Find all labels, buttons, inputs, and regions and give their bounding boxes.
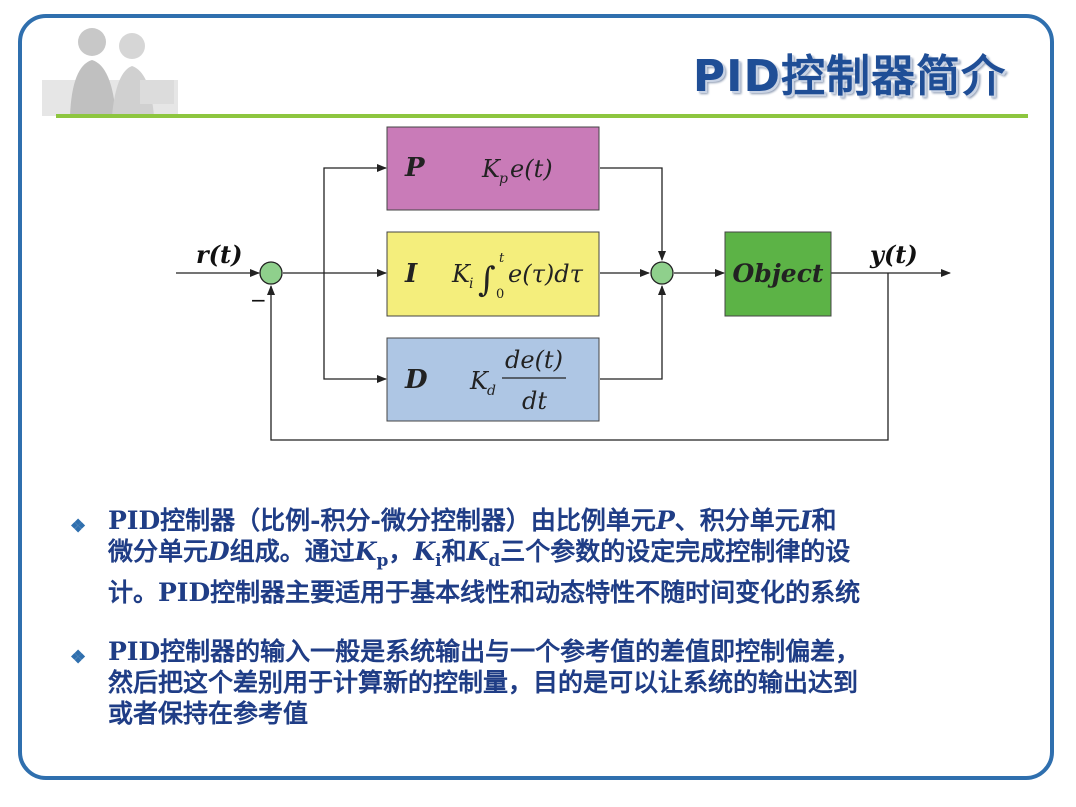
b1-text-f: 三个参数的设定完成控制律的设 — [500, 537, 851, 566]
bullet-list: ❖ PID控制器（比例-积分-微分控制器）由比例单元P、积分单元I和 微分单元D… — [70, 505, 1020, 757]
b1-text-c: 和 — [811, 506, 837, 535]
b1-text-d: 微分单元 — [108, 537, 209, 566]
object-block — [724, 231, 832, 317]
b2-line2: 然后把这个差别用于计算新的控制量，目的是可以让系统的输出达到 — [108, 668, 859, 697]
p-block-letter: P — [404, 153, 426, 183]
b1-text-b: 、积分单元 — [674, 506, 800, 535]
svg-text:d: d — [487, 383, 496, 399]
i-block-letter: I — [404, 259, 418, 289]
input-summing-junction — [259, 261, 283, 285]
b2-line1: PID控制器的输入一般是系统输出与一个参考值的差值即控制偏差， — [108, 637, 861, 666]
svg-text:K: K — [481, 155, 502, 183]
b1-ki-sub: i — [435, 551, 442, 571]
svg-text:e(t): e(t) — [510, 155, 553, 183]
svg-text:0: 0 — [496, 287, 504, 302]
svg-text:de(t): de(t) — [505, 346, 563, 374]
object-label: Object — [733, 259, 824, 288]
signal-lines — [176, 164, 951, 441]
page-title: PID控制器简介 — [692, 51, 1006, 102]
b1-kp-sub: p — [376, 551, 389, 571]
p-block-formula: K p e(t) — [481, 155, 553, 187]
b1-p: P — [655, 506, 675, 535]
b1-ki: K — [413, 537, 436, 566]
output-label: y(t) — [869, 240, 918, 269]
diamond-bullet-icon: ❖ — [70, 516, 87, 537]
d-block-letter: D — [404, 365, 428, 395]
people-logo-icon — [42, 28, 178, 116]
svg-text:∫: ∫ — [478, 260, 496, 300]
svg-text:p: p — [499, 171, 508, 187]
b1-kd: K — [466, 537, 489, 566]
b1-kp: K — [354, 537, 377, 566]
b1-comma: ， — [388, 537, 414, 566]
bullet-pid-definition: ❖ PID控制器（比例-积分-微分控制器）由比例单元P、积分单元I和 微分单元D… — [70, 505, 1020, 608]
b1-i: I — [799, 506, 812, 535]
bullet-pid-input: ❖ PID控制器的输入一般是系统输出与一个参考值的差值即控制偏差， 然后把这个差… — [70, 636, 1020, 729]
svg-text:dt: dt — [522, 387, 547, 415]
title-divider — [56, 114, 1028, 118]
svg-text:e(τ)dτ: e(τ)dτ — [508, 260, 584, 288]
b1-d: D — [208, 537, 230, 566]
i-block — [386, 231, 600, 317]
d-block — [386, 337, 600, 422]
b1-kd-sub: d — [488, 551, 501, 571]
diamond-bullet-icon: ❖ — [70, 647, 87, 668]
p-block — [386, 126, 600, 211]
i-block-formula: K i ∫ t 0 e(τ)dτ — [451, 251, 584, 302]
svg-text:K: K — [469, 367, 490, 395]
output-summing-junction — [650, 261, 674, 285]
b1-and: 和 — [441, 537, 467, 566]
d-block-formula: K d de(t) dt — [469, 346, 566, 415]
svg-text:K: K — [451, 260, 472, 288]
b1-text-g: 计。PID控制器主要适用于基本线性和动态特性不随时间变化的系统 — [108, 578, 861, 607]
b1-text-a: PID控制器（比例-积分-微分控制器）由比例单元 — [108, 506, 656, 535]
input-label: r(t) — [196, 240, 242, 269]
b1-text-e: 组成。通过 — [229, 537, 355, 566]
svg-text:t: t — [499, 251, 505, 266]
b2-line3: 或者保持在参考值 — [108, 699, 309, 728]
minus-sign: − — [250, 288, 267, 312]
svg-text:i: i — [469, 276, 473, 292]
